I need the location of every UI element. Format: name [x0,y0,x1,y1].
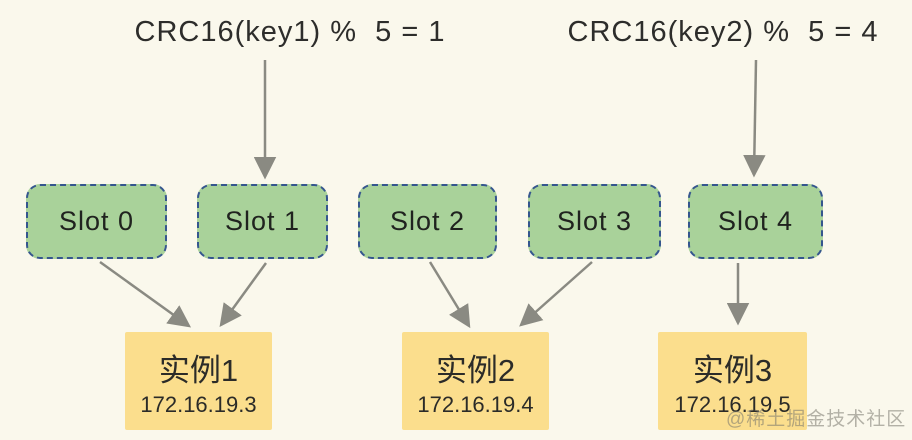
arrow-slot0-to-instance1 [99,260,192,328]
instance-2-name: 实例2 [435,352,516,388]
instance-1-ip: 172.16.19.3 [140,391,257,417]
slot-4-label: Slot 4 [717,206,794,236]
slot-0-box: Slot 0 [26,184,167,259]
instance-3-name: 实例3 [692,352,773,388]
formula-key2: CRC16(key2) % 5 = 4 [567,16,879,48]
slot-3-label: Slot 3 [556,206,633,236]
watermark: @稀土掘金技术社区 [726,409,907,430]
instance-1-box: 实例1 172.16.19.3 [125,332,272,430]
arrow-slot2-to-instance2 [428,261,471,329]
slot-3-box: Slot 3 [528,184,661,259]
arrow-slot1-to-instance1 [219,262,268,328]
slot-2-label: Slot 2 [389,206,466,236]
slot-1-box: Slot 1 [197,184,328,259]
instance-3-ip: 172.16.19.5 [674,391,791,417]
slot-0-label: Slot 0 [58,206,135,236]
instance-3-box: 实例3 172.16.19.5 [658,332,807,430]
instance-2-box: 实例2 172.16.19.4 [402,332,549,430]
slot-2-box: Slot 2 [358,184,497,259]
slot-1-label: Slot 1 [224,206,301,236]
formula-key1: CRC16(key1) % 5 = 1 [134,16,446,48]
arrow-slot3-to-instance2 [519,261,593,327]
slot-4-box: Slot 4 [688,184,823,259]
arrow-key2-to-slot4 [743,59,766,178]
instance-1-name: 实例1 [158,352,239,388]
instance-2-ip: 172.16.19.4 [417,391,534,417]
